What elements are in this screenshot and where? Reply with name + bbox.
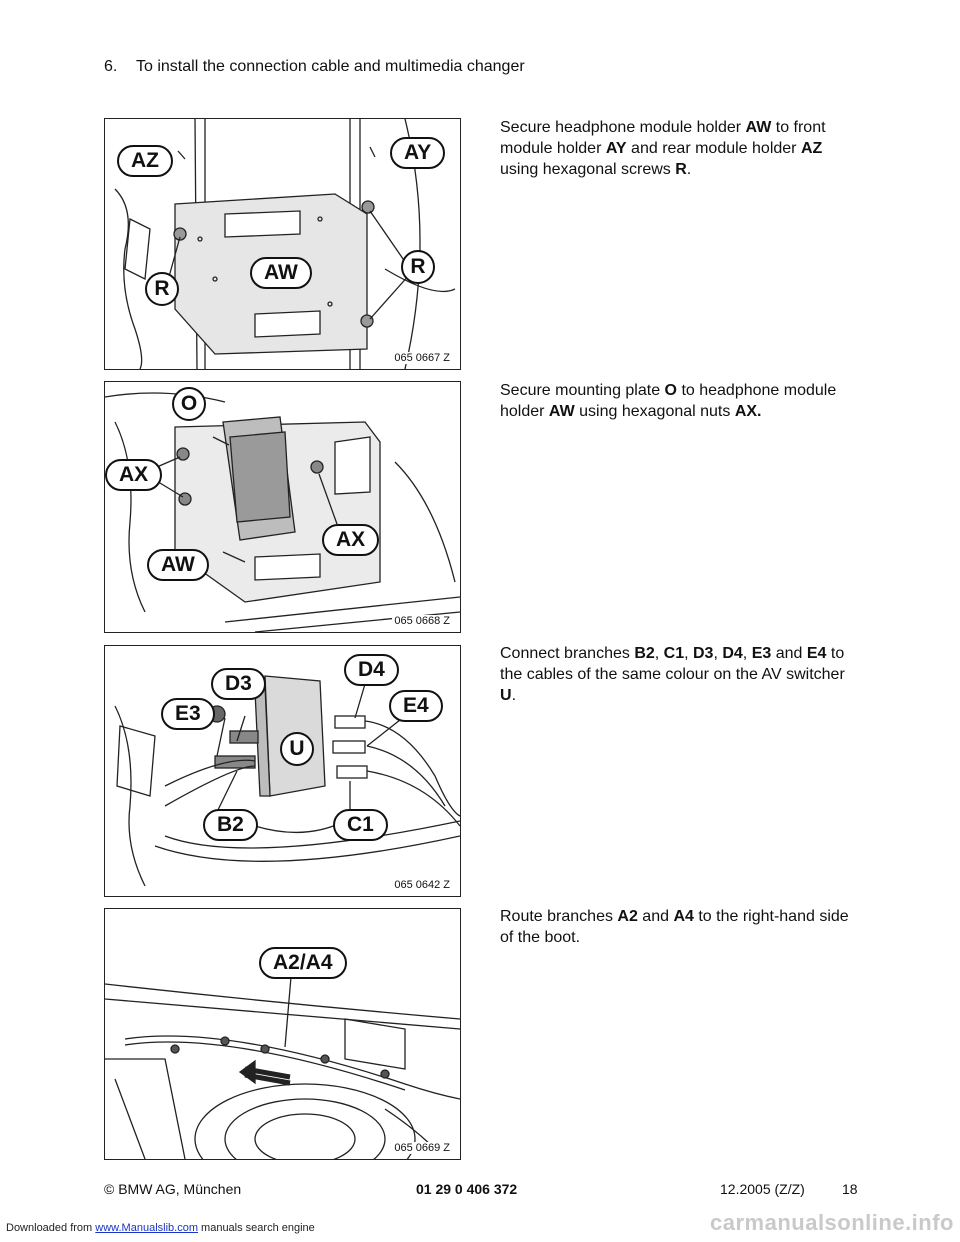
figure-av-switcher: D4 D3 E4 E3 U B2 C1 065 0642 Z: [104, 645, 461, 897]
illustration-av-switcher: [114, 675, 460, 887]
figure-code: 065 0642 Z: [392, 879, 452, 891]
watermark: carmanualsonline.info: [710, 1210, 954, 1235]
callout-az: AZ: [117, 145, 173, 177]
footer-date: 12.2005 (Z/Z): [720, 1181, 805, 1197]
figure-headphone-module-holder: AZ AY AW R R 065 0667 Z: [104, 118, 461, 370]
callout-aw: AW: [147, 549, 209, 581]
figure-mounting-plate: O AX AX AW 065 0668 Z: [104, 381, 461, 633]
step-1-text: Secure headphone module holder AW to fro…: [500, 119, 826, 178]
figure-code: 065 0669 Z: [392, 1142, 452, 1154]
figure-code: 065 0668 Z: [392, 615, 452, 627]
step-4-text: Route branches A2 and A4 to the right-ha…: [500, 908, 849, 946]
section-heading: 6. To install the connection cable and mu…: [104, 58, 525, 76]
callout-ax-left: AX: [105, 459, 163, 491]
step-2-text: Secure mounting plate O to headphone mod…: [500, 382, 837, 420]
section-number: 6.: [104, 58, 118, 75]
manualslib-link[interactable]: www.Manualslib.com: [95, 1222, 198, 1234]
footer-part-number: 01 29 0 406 372: [416, 1181, 518, 1197]
callout-ay: AY: [390, 137, 446, 169]
callout-r-left: R: [145, 272, 179, 306]
callout-ax-right: AX: [322, 524, 380, 556]
footer-page-number: 18: [842, 1181, 858, 1197]
callout-d3: D3: [211, 668, 266, 700]
step-3-text: Connect branches B2, C1, D3, D4, E3 and …: [500, 645, 845, 704]
section-title: To install the connection cable and mult…: [136, 58, 525, 75]
callout-u: U: [280, 732, 314, 766]
callout-o: O: [172, 387, 206, 421]
footer-copyright: © BMW AG, München: [104, 1181, 242, 1197]
figure-boot-routing: A2/A4 065 0669 Z: [104, 908, 461, 1160]
callout-c1: C1: [333, 809, 388, 841]
callout-d4: D4: [344, 654, 399, 686]
callout-r-right: R: [401, 250, 435, 284]
illustration-boot-routing: [105, 976, 460, 1159]
figure-code: 065 0667 Z: [392, 352, 452, 364]
download-note: Downloaded from www.Manualslib.com manua…: [6, 1222, 315, 1234]
illustration-mounting-plate: [105, 392, 460, 632]
callout-e3: E3: [161, 698, 215, 730]
callout-a2-a4: A2/A4: [259, 947, 347, 979]
callout-e4: E4: [389, 690, 443, 722]
callout-b2: B2: [203, 809, 258, 841]
callout-aw: AW: [250, 257, 312, 289]
